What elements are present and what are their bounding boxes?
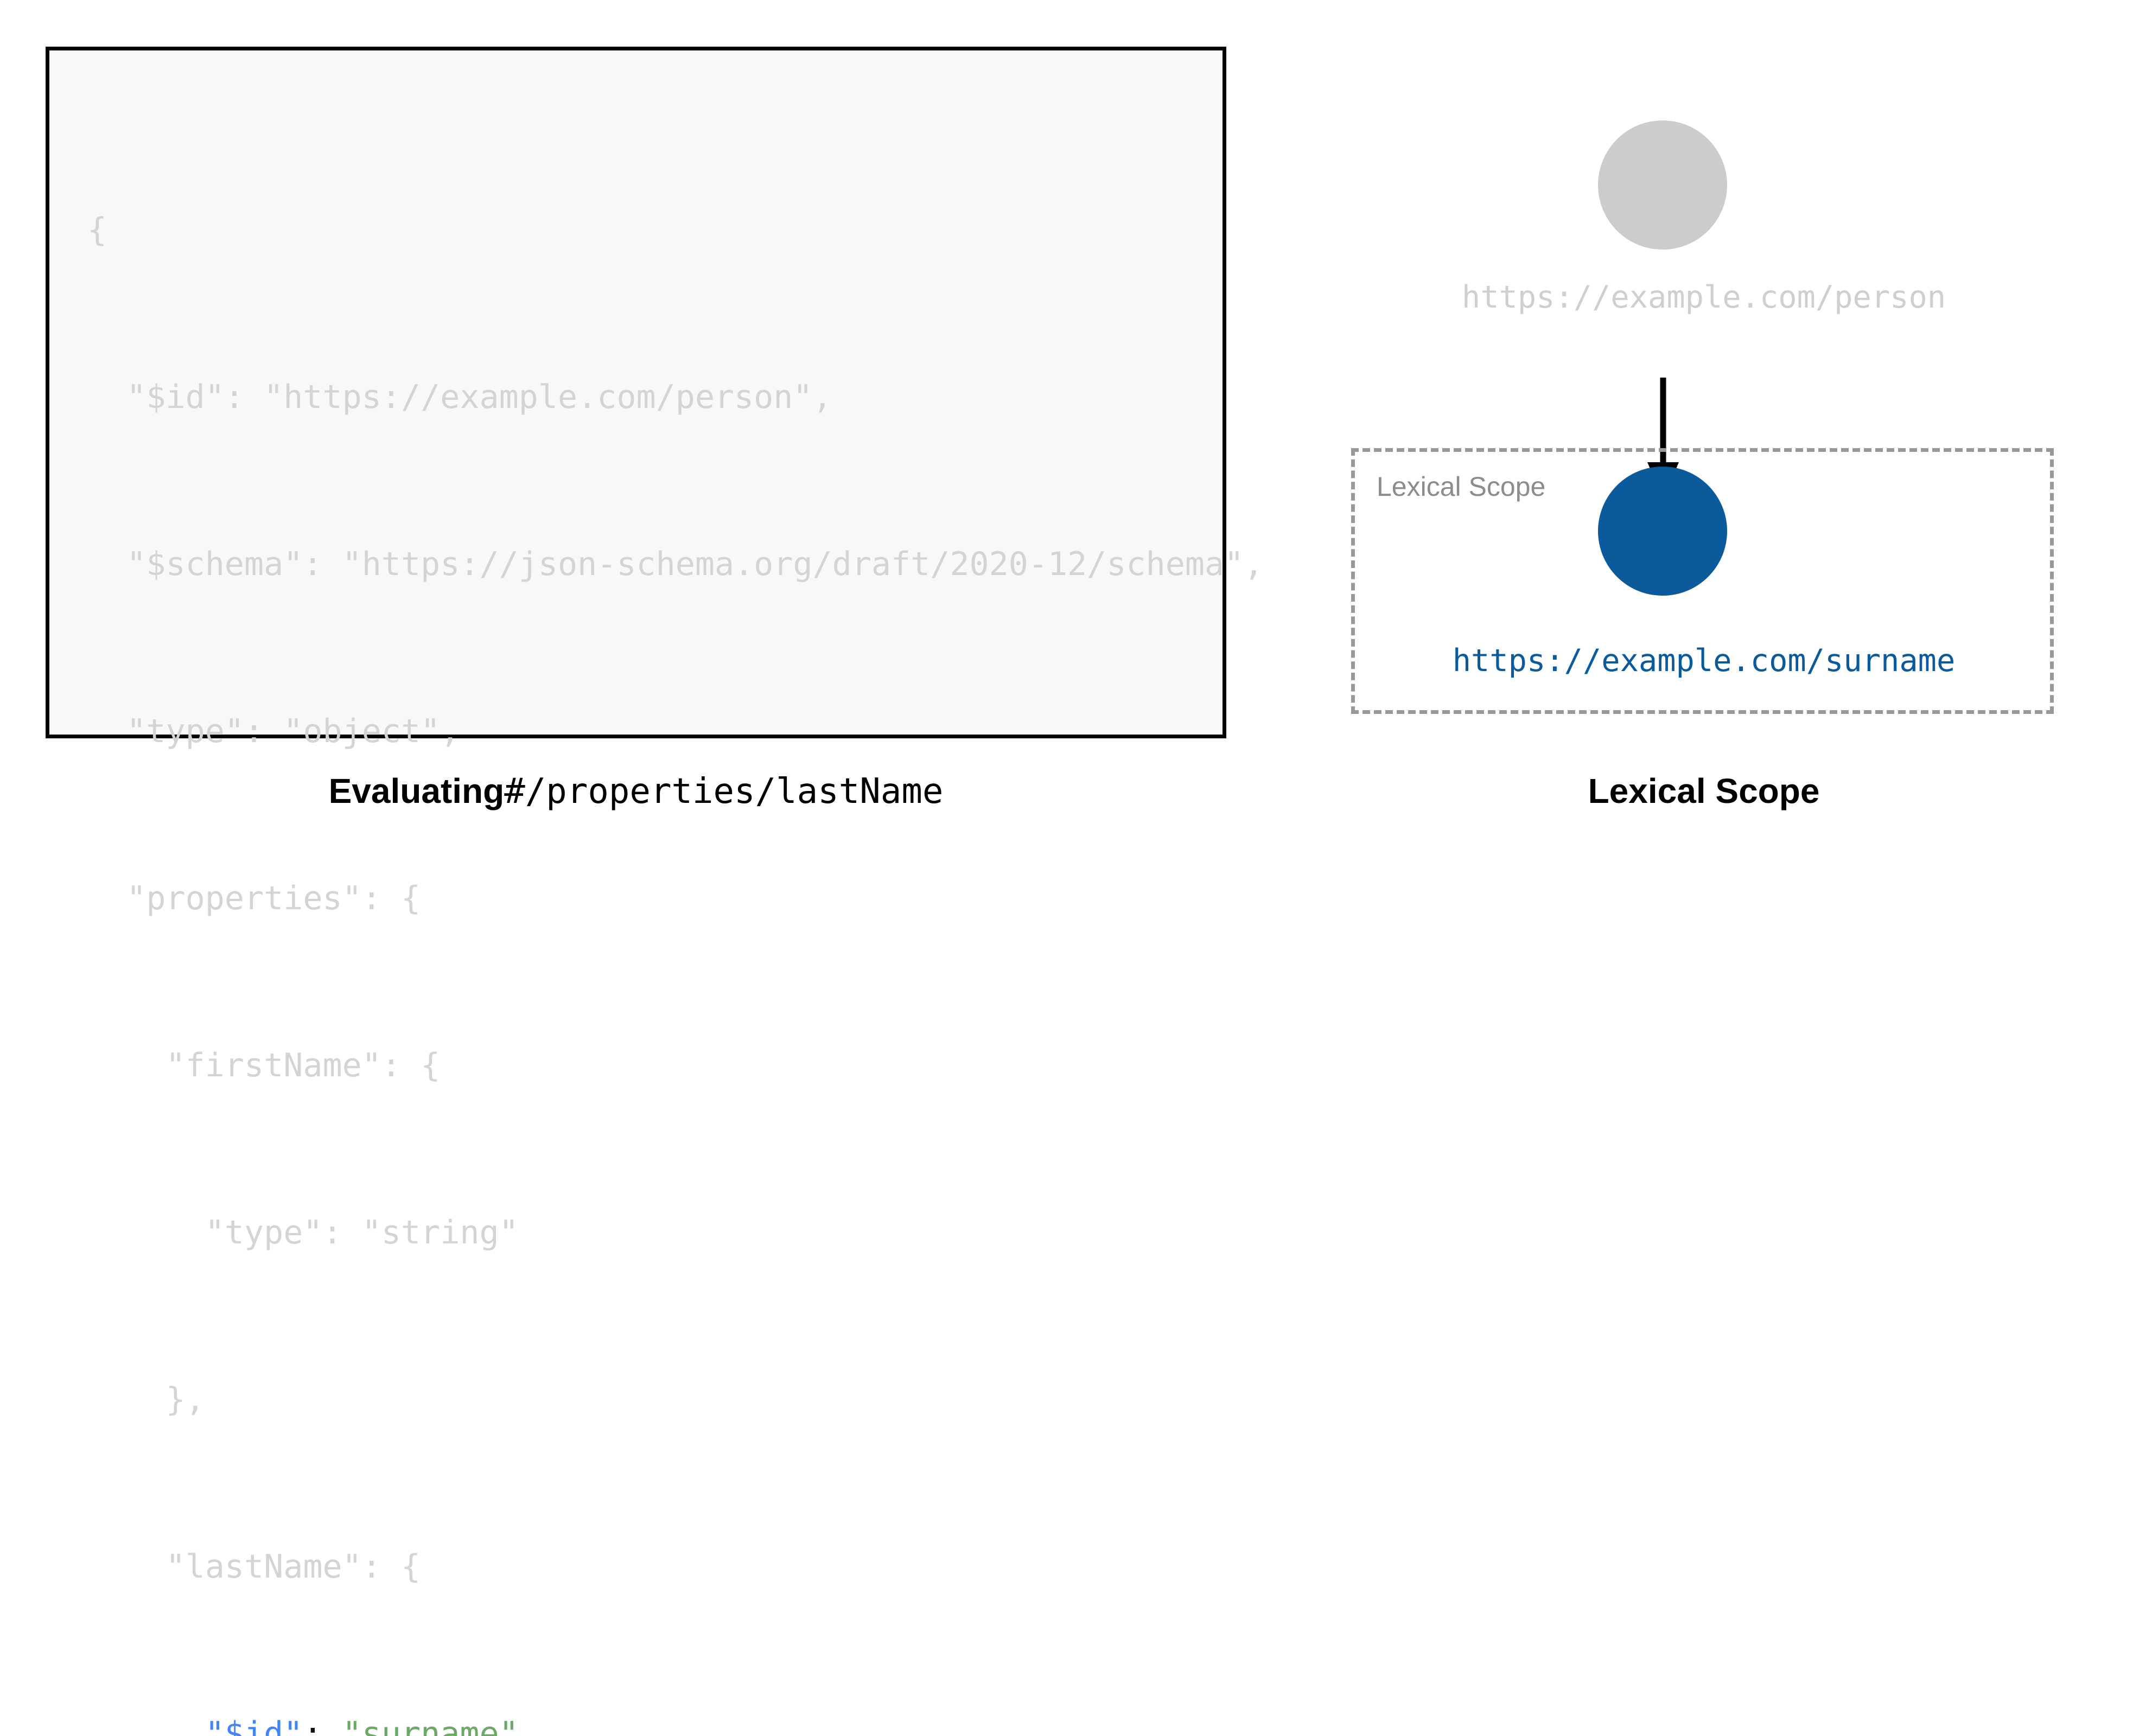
code-line: "$schema": "https://json-schema.org/draf… [87, 544, 1263, 585]
code-line-text: "type": "object", [87, 712, 460, 750]
right-panel-caption: Lexical Scope [1588, 771, 1820, 810]
code-line-text: "$id": "https://example.com/person", [87, 378, 832, 416]
code-token-comma: , [518, 1715, 538, 1736]
lexical-scope-box: Lexical Scope [1351, 448, 2054, 714]
code-line-text: { [87, 211, 107, 249]
code-line-text: "lastName": { [87, 1548, 421, 1586]
code-token-key: "$id" [205, 1715, 303, 1736]
lexical-scope-box-label: Lexical Scope [1377, 471, 1546, 502]
code-line: "type": "object", [87, 711, 1223, 752]
code-line: "lastName": { [87, 1546, 1223, 1588]
code-line: { [87, 209, 1223, 251]
caption-mono-text: #/properties/lastName [504, 771, 944, 812]
code-line: "type": "string" [87, 1212, 1223, 1254]
left-panel-caption: Evaluating#/properties/lastName [46, 771, 1226, 812]
code-line: "properties": { [87, 878, 1223, 920]
code-lines: { "$id": "https://example.com/person", "… [87, 84, 1263, 1736]
node-circle-surname [1598, 467, 1727, 596]
code-token-colon: : [303, 1715, 342, 1736]
lexical-scope-diagram: https://example.com/person Lexical Scope… [1319, 47, 2089, 738]
code-line-text: "properties": { [87, 879, 421, 917]
json-schema-code-block: { "$id": "https://example.com/person", "… [46, 47, 1263, 1736]
code-line: "firstName": { [87, 1045, 1223, 1087]
left-figure-panel: { "$id": "https://example.com/person", "… [46, 47, 1263, 1736]
node-label-surname: https://example.com/surname [1452, 643, 1956, 679]
code-line-text: }, [87, 1381, 205, 1419]
code-line-text: "type": "string" [87, 1214, 519, 1252]
node-label-person: https://example.com/person [1461, 279, 1946, 315]
code-indent [87, 1715, 205, 1736]
code-line-highlighted: "$id": "surname", [87, 1713, 1223, 1736]
figure-canvas: { "$id": "https://example.com/person", "… [46, 47, 2089, 1736]
code-token-string: "surname" [342, 1715, 519, 1736]
code-line: }, [87, 1379, 1223, 1421]
node-circle-person [1598, 120, 1727, 250]
caption-strong-text: Evaluating [328, 771, 505, 810]
code-line-text: "firstName": { [87, 1046, 441, 1084]
right-figure-panel: https://example.com/person Lexical Scope… [1319, 47, 2089, 817]
code-line: "$id": "https://example.com/person", [87, 376, 1223, 418]
code-line-text: "$schema": "https://json-schema.org/draf… [87, 545, 1264, 583]
